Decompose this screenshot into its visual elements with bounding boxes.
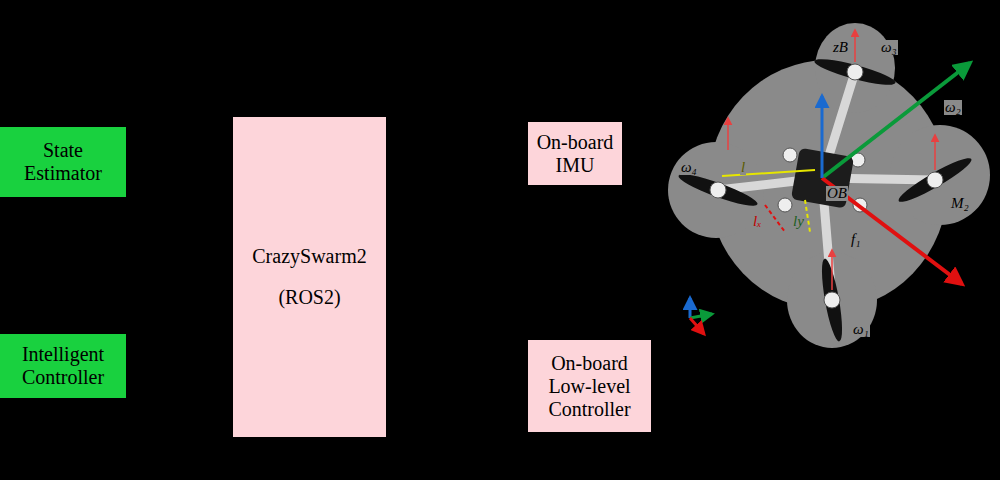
symbol-label: M₂ xyxy=(950,196,970,211)
motors xyxy=(710,64,943,308)
thrust-arrows xyxy=(728,30,935,290)
module-box: State Estimator xyxy=(0,127,126,197)
symbol-label: ly xyxy=(792,214,805,229)
symbol-label: lₓ xyxy=(752,214,762,229)
world-frame-triad xyxy=(690,298,712,334)
middleware-box: CrazySwarm2 (ROS2) xyxy=(233,117,386,437)
propellers xyxy=(676,54,975,342)
node-text: Intelligent Controller xyxy=(6,343,120,389)
arm-length-marks xyxy=(722,170,815,232)
node-text: On-board Low-level Controller xyxy=(534,352,645,421)
symbol-label: OB xyxy=(826,186,848,201)
node-text: (ROS2) xyxy=(278,286,340,309)
symbol-label: ω₄ xyxy=(680,160,698,175)
symbol-label: ω₃ xyxy=(880,40,898,55)
symbol-label: l xyxy=(740,160,746,175)
hardware-box: On-board Low-level Controller xyxy=(528,340,651,432)
body-axes xyxy=(822,63,970,284)
hardware-box: On-board IMU xyxy=(528,122,622,185)
symbol-label: ω₂ xyxy=(944,100,962,115)
symbol-label: f₁ xyxy=(850,232,861,247)
symbol-label: zB xyxy=(832,40,849,55)
node-text: On-board IMU xyxy=(534,131,616,177)
drone-halo xyxy=(668,23,990,348)
module-box: Intelligent Controller xyxy=(0,334,126,398)
node-text: CrazySwarm2 xyxy=(252,245,366,268)
node-text: State Estimator xyxy=(6,139,120,185)
symbol-label: ω₁ xyxy=(852,322,870,337)
